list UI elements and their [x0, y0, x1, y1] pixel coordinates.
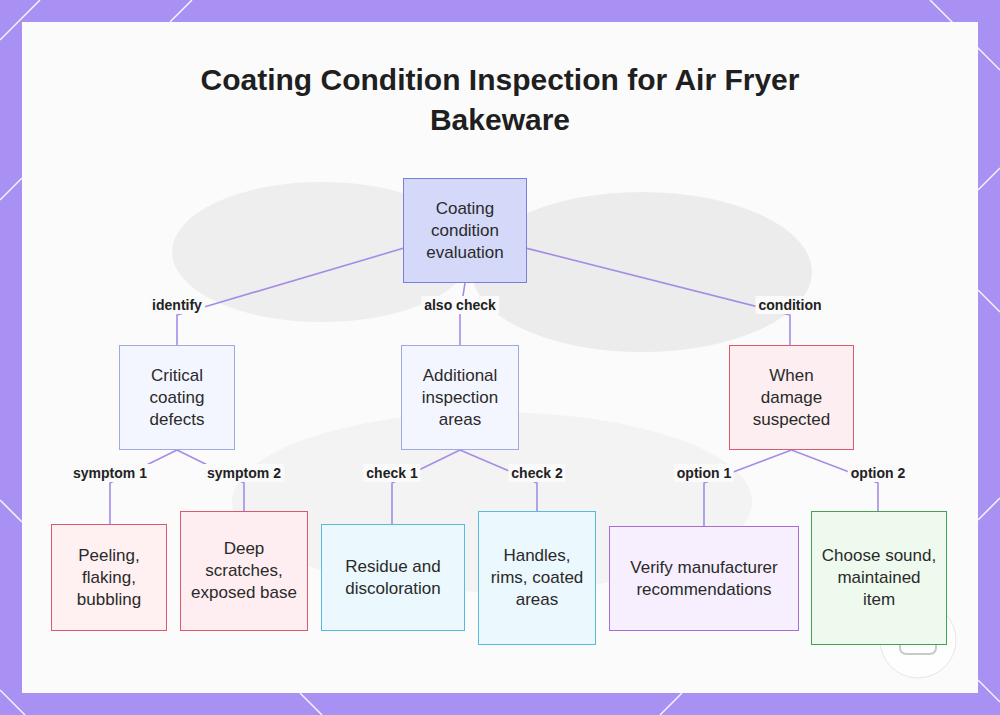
- edge-label: identify: [149, 296, 205, 314]
- symptom-box: Deep scratches, exposed base: [180, 511, 308, 631]
- connector-line: [110, 450, 177, 524]
- option-box: Choose sound, maintained item: [811, 511, 947, 645]
- diagram-title: Coating Condition Inspection for Air Fry…: [200, 60, 800, 140]
- check-box: Residue and discoloration: [321, 524, 465, 631]
- option-box: Verify manufacturer recommendations: [609, 526, 799, 631]
- node-label: Coating condition evaluation: [412, 198, 518, 264]
- node-label: Peeling, flaking, bubbling: [60, 545, 158, 611]
- category-box: When damage suspected: [729, 345, 854, 450]
- edge-label: check 2: [508, 464, 565, 482]
- connector-line: [177, 248, 403, 345]
- connector-line: [392, 450, 460, 524]
- connector-line: [527, 248, 790, 345]
- edge-label: option 1: [674, 464, 734, 482]
- node-label: Handles, rims, coated areas: [487, 545, 587, 611]
- symptom-box: Peeling, flaking, bubbling: [51, 524, 167, 631]
- node-label: Deep scratches, exposed base: [189, 538, 299, 604]
- node-label: Critical coating defects: [128, 365, 226, 431]
- edge-label: condition: [756, 296, 825, 314]
- node-label: When damage suspected: [738, 365, 845, 431]
- node-label: Residue and discoloration: [330, 556, 456, 600]
- category-box: Additional inspection areas: [401, 345, 519, 450]
- category-box: Critical coating defects: [119, 345, 235, 450]
- edge-label: symptom 2: [204, 464, 284, 482]
- edge-label: check 1: [363, 464, 420, 482]
- node-label: Verify manufacturer recommendations: [618, 557, 790, 601]
- connector-line: [704, 450, 792, 526]
- edge-label: also check: [421, 296, 499, 314]
- node-label: Additional inspection areas: [410, 365, 510, 431]
- root-box: Coating condition evaluation: [403, 178, 527, 283]
- check-box: Handles, rims, coated areas: [478, 511, 596, 645]
- edge-label: option 2: [848, 464, 908, 482]
- edge-label: symptom 1: [70, 464, 150, 482]
- connector-line: [460, 283, 465, 345]
- node-label: Choose sound, maintained item: [820, 545, 938, 611]
